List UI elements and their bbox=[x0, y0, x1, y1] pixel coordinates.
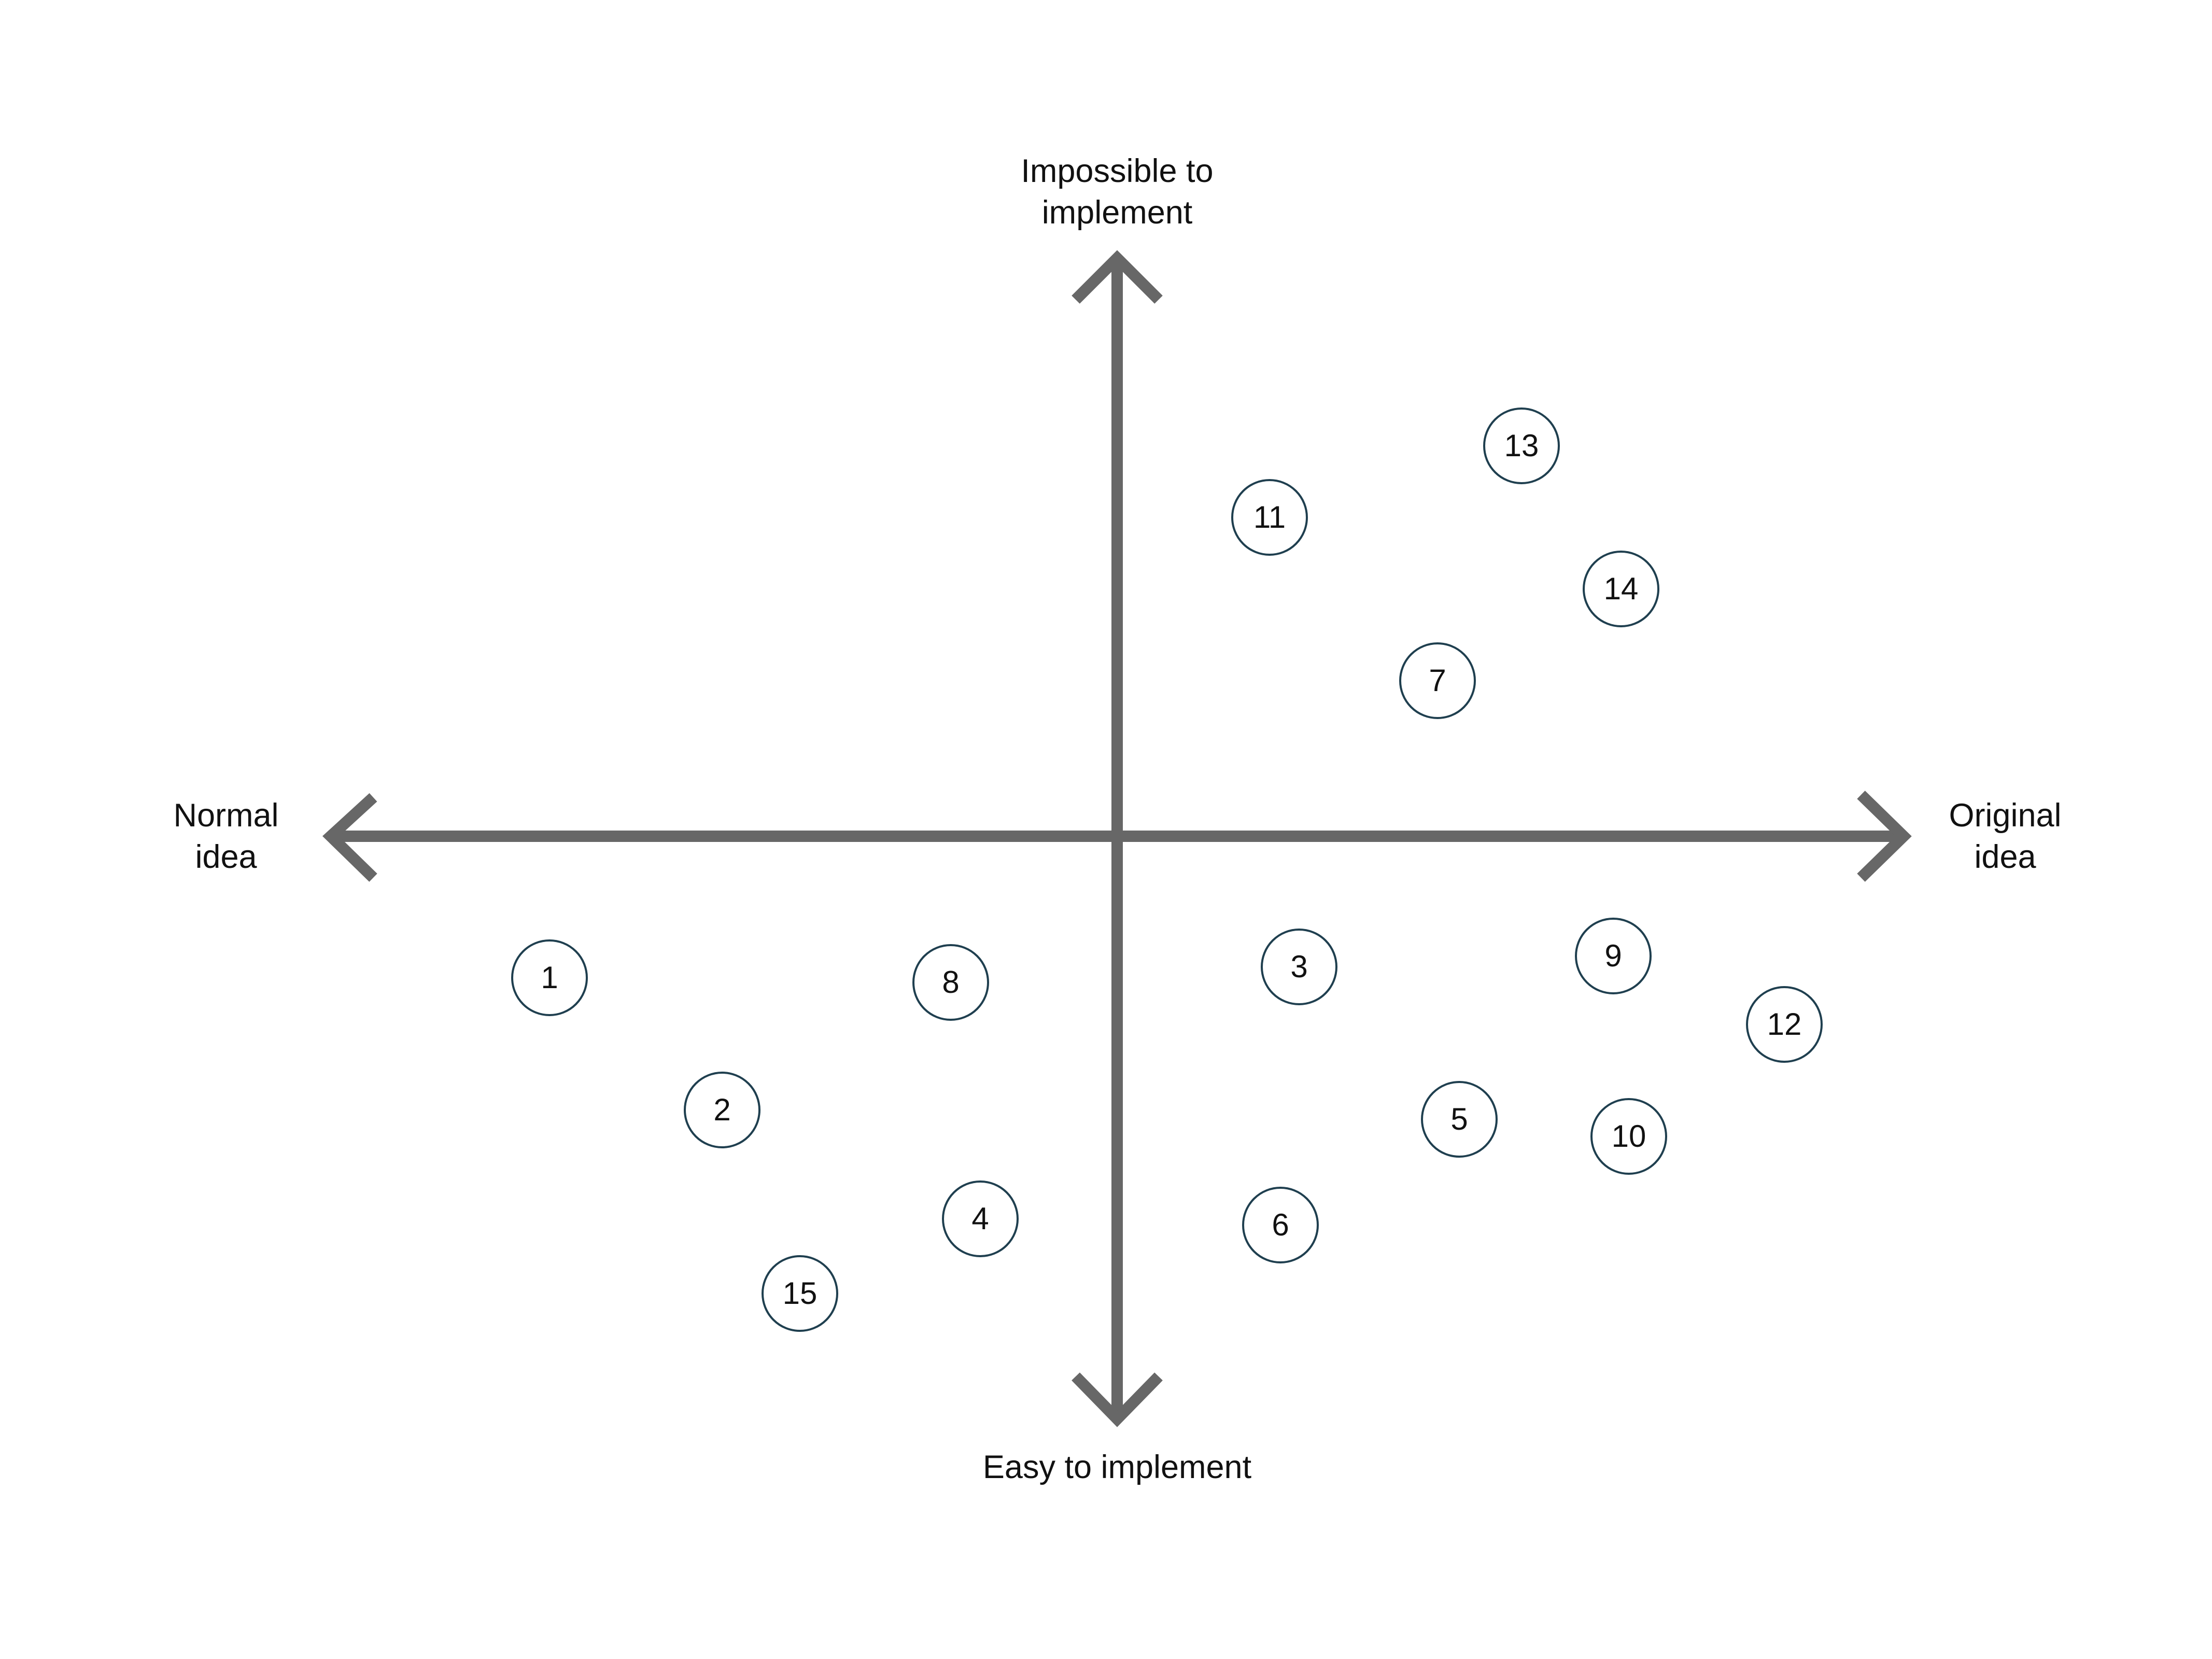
top-arrow-head bbox=[1072, 250, 1163, 304]
idea-number: 12 bbox=[1767, 1007, 1802, 1042]
idea-marker-10: 10 bbox=[1590, 1098, 1667, 1175]
axis-label-bottom: Easy to implement bbox=[962, 1446, 1273, 1488]
idea-marker-12: 12 bbox=[1746, 986, 1823, 1063]
idea-marker-3: 3 bbox=[1261, 929, 1337, 1005]
axis-label-left-line-1: Normal bbox=[173, 797, 279, 834]
idea-number: 6 bbox=[1272, 1207, 1289, 1242]
axis-label-left-line-2: idea bbox=[195, 839, 257, 875]
idea-number: 1 bbox=[541, 960, 558, 995]
idea-marker-14: 14 bbox=[1583, 551, 1659, 627]
axis-label-right-line-1: Original bbox=[1949, 797, 2062, 834]
bottom-arrow-head bbox=[1072, 1372, 1163, 1427]
idea-number: 7 bbox=[1429, 663, 1446, 698]
idea-marker-9: 9 bbox=[1575, 918, 1652, 994]
left-arrow-head bbox=[322, 793, 377, 882]
idea-number: 2 bbox=[713, 1092, 731, 1127]
axis-label-top-line-2: implement bbox=[1041, 194, 1193, 231]
axis-label-left: Normal idea bbox=[148, 795, 304, 878]
right-arrow-head bbox=[1857, 791, 1912, 882]
idea-marker-15: 15 bbox=[762, 1255, 838, 1332]
idea-number: 14 bbox=[1603, 571, 1639, 606]
idea-number: 3 bbox=[1290, 949, 1308, 984]
idea-number: 10 bbox=[1611, 1119, 1646, 1154]
idea-marker-4: 4 bbox=[942, 1180, 1019, 1257]
axis-label-right-line-2: idea bbox=[1974, 839, 2036, 875]
idea-number: 5 bbox=[1450, 1102, 1468, 1136]
axis-label-bottom-line-1: Easy to implement bbox=[982, 1449, 1252, 1485]
idea-number: 4 bbox=[971, 1201, 989, 1236]
axis-label-top: Impossible to implement bbox=[1013, 150, 1221, 233]
idea-number: 8 bbox=[942, 965, 960, 1000]
idea-number: 15 bbox=[782, 1276, 818, 1311]
idea-marker-5: 5 bbox=[1421, 1081, 1498, 1158]
idea-marker-8: 8 bbox=[912, 944, 989, 1021]
axis-label-right: Original idea bbox=[1927, 795, 2083, 878]
idea-number: 13 bbox=[1504, 428, 1539, 463]
idea-marker-6: 6 bbox=[1242, 1187, 1319, 1263]
idea-marker-13: 13 bbox=[1483, 407, 1560, 484]
idea-marker-2: 2 bbox=[684, 1072, 760, 1148]
idea-number: 11 bbox=[1253, 500, 1286, 535]
axis-label-top-line-1: Impossible to bbox=[1021, 153, 1214, 189]
idea-marker-11: 11 bbox=[1231, 479, 1308, 556]
idea-number: 9 bbox=[1604, 938, 1622, 973]
idea-marker-7: 7 bbox=[1399, 642, 1476, 719]
idea-marker-1: 1 bbox=[511, 939, 588, 1016]
